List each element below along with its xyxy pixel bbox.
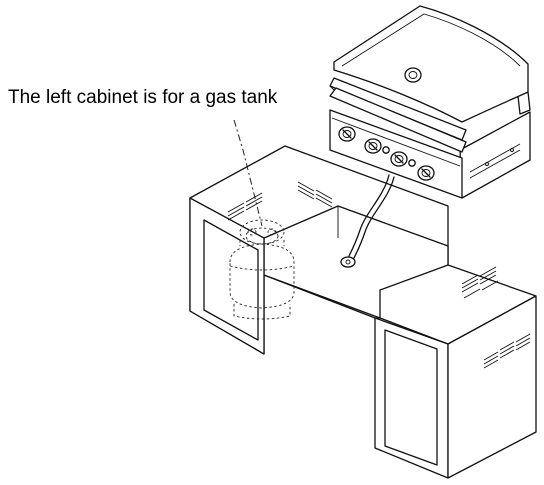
grill-firebox-side — [459, 111, 531, 199]
cabinet-end-face — [447, 295, 537, 479]
gas-tank — [229, 219, 295, 320]
lid-thermometer — [404, 67, 422, 83]
vent-right-top — [461, 266, 499, 299]
knob-4 — [417, 165, 435, 181]
gas-hose — [340, 174, 395, 268]
knob-2 — [364, 138, 382, 154]
cabinet-island — [189, 145, 537, 479]
burner-knobs — [338, 126, 435, 181]
knob-3 — [390, 151, 408, 167]
vent-end — [483, 333, 531, 369]
left-cabinet-front — [189, 197, 265, 355]
callout-leader-line — [233, 119, 263, 227]
vents — [227, 181, 531, 369]
vent-left — [227, 192, 263, 221]
vent-back — [297, 181, 333, 208]
igniter-button — [382, 146, 416, 167]
grill-head — [329, 5, 531, 199]
right-cabinet-door — [384, 329, 438, 466]
callout-label: The left cabinet is for a gas tank — [8, 87, 278, 108]
knob-1 — [338, 126, 356, 142]
